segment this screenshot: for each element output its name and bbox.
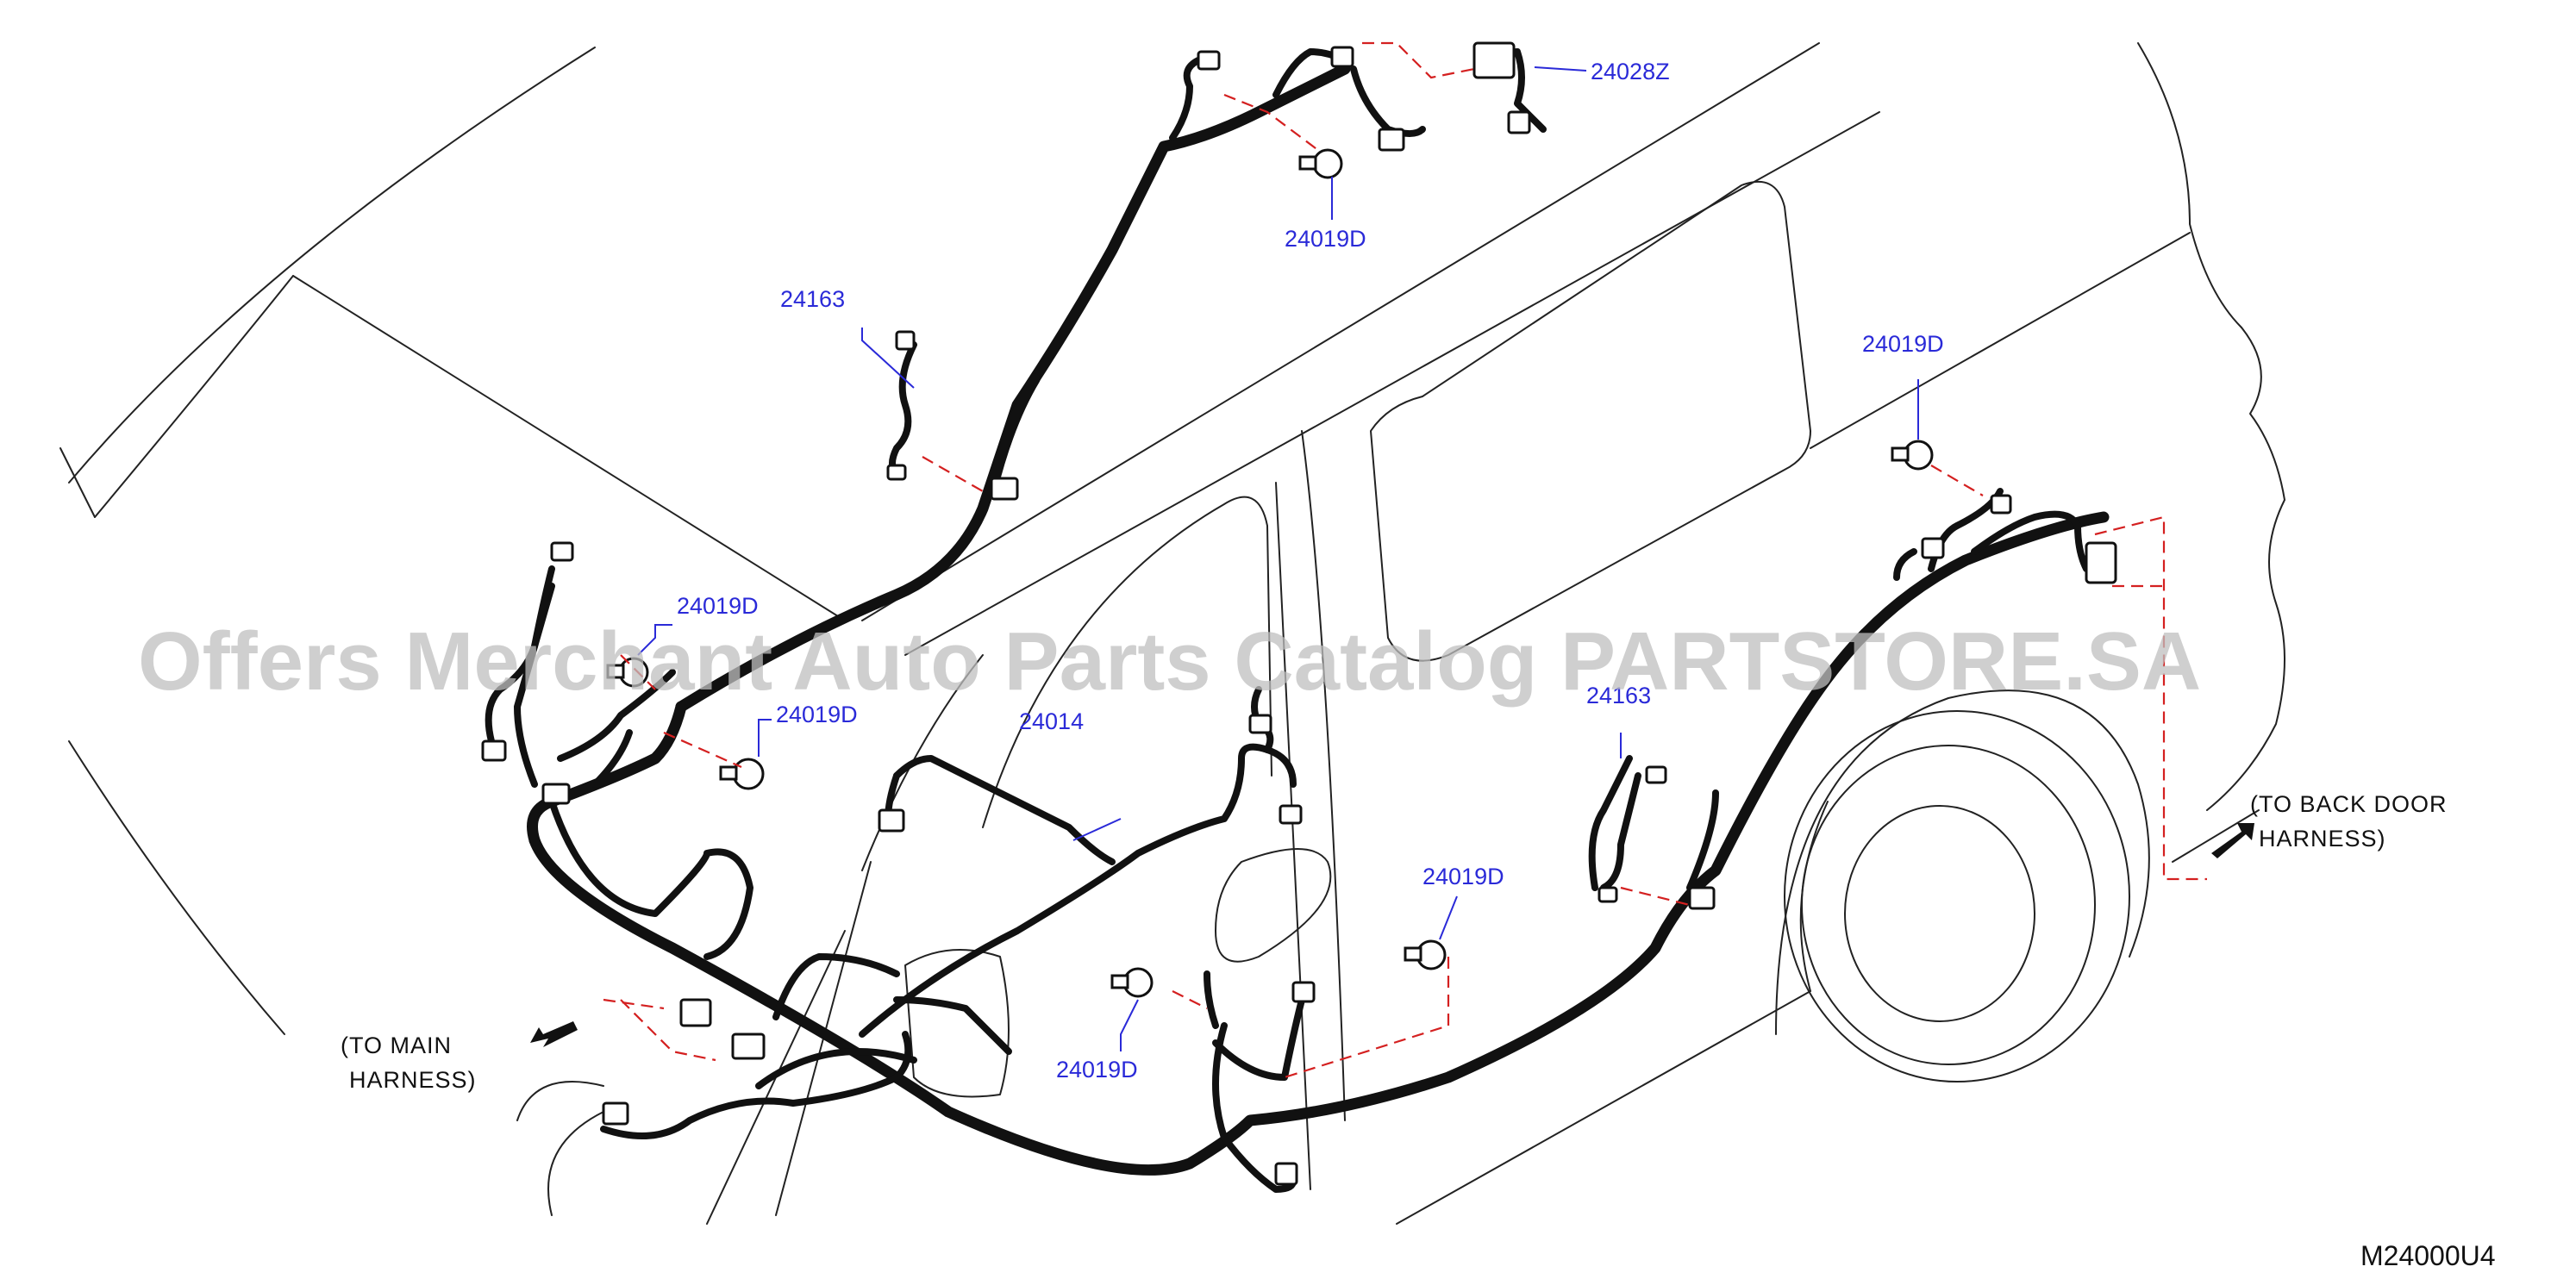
callout-24163-front: 24163	[780, 286, 845, 312]
vehicle-body-outline	[59, 42, 2285, 1225]
callout-24019d-left-upper: 24019D	[677, 593, 759, 619]
connectors	[481, 41, 2117, 1186]
direction-arrows	[530, 823, 2254, 1047]
callout-24028z: 24028Z	[1591, 59, 1670, 84]
part-callouts: 24028Z 24019D 24163 24019D 24019D 24019D…	[677, 59, 1944, 1082]
reference-dashes	[603, 41, 2207, 1079]
body-wiring-harness	[485, 48, 2110, 1193]
bolt-icon	[1404, 939, 1447, 970]
callout-24019d-roof: 24019D	[1285, 226, 1366, 252]
note-back-door-line2: HARNESS)	[2259, 826, 2386, 852]
bolt-icon	[1298, 148, 1343, 179]
callout-24019d-fuel: 24019D	[1056, 1057, 1138, 1082]
bolt-icon	[1891, 440, 1934, 471]
bolt-fasteners	[606, 148, 1934, 998]
callout-leaders	[637, 66, 1919, 1051]
callout-24019d-rear: 24019D	[1862, 331, 1944, 357]
diagram-code: M24000U4	[2360, 1240, 2496, 1271]
bolt-icon	[606, 657, 649, 688]
callout-24163-rear: 24163	[1586, 683, 1651, 708]
watermark: Offers Merchant Auto Parts Catalog PARTS…	[138, 615, 2201, 708]
harness-notes: (TO BACK DOOR HARNESS) (TO MAIN HARNESS)	[341, 791, 2448, 1093]
note-back-door-line1: (TO BACK DOOR	[2250, 791, 2448, 817]
callout-24014: 24014	[1019, 708, 1084, 734]
arrow-back-door-icon	[2211, 823, 2254, 858]
bolt-icon	[1110, 967, 1154, 998]
note-main-line1: (TO MAIN	[341, 1033, 452, 1058]
callout-24019d-left-lower: 24019D	[776, 702, 858, 727]
note-main-line2: HARNESS)	[349, 1067, 477, 1093]
bolt-icon	[719, 758, 765, 790]
arrow-main-harness-icon	[530, 1021, 578, 1047]
callout-24019d-sliding-door: 24019D	[1422, 864, 1504, 889]
